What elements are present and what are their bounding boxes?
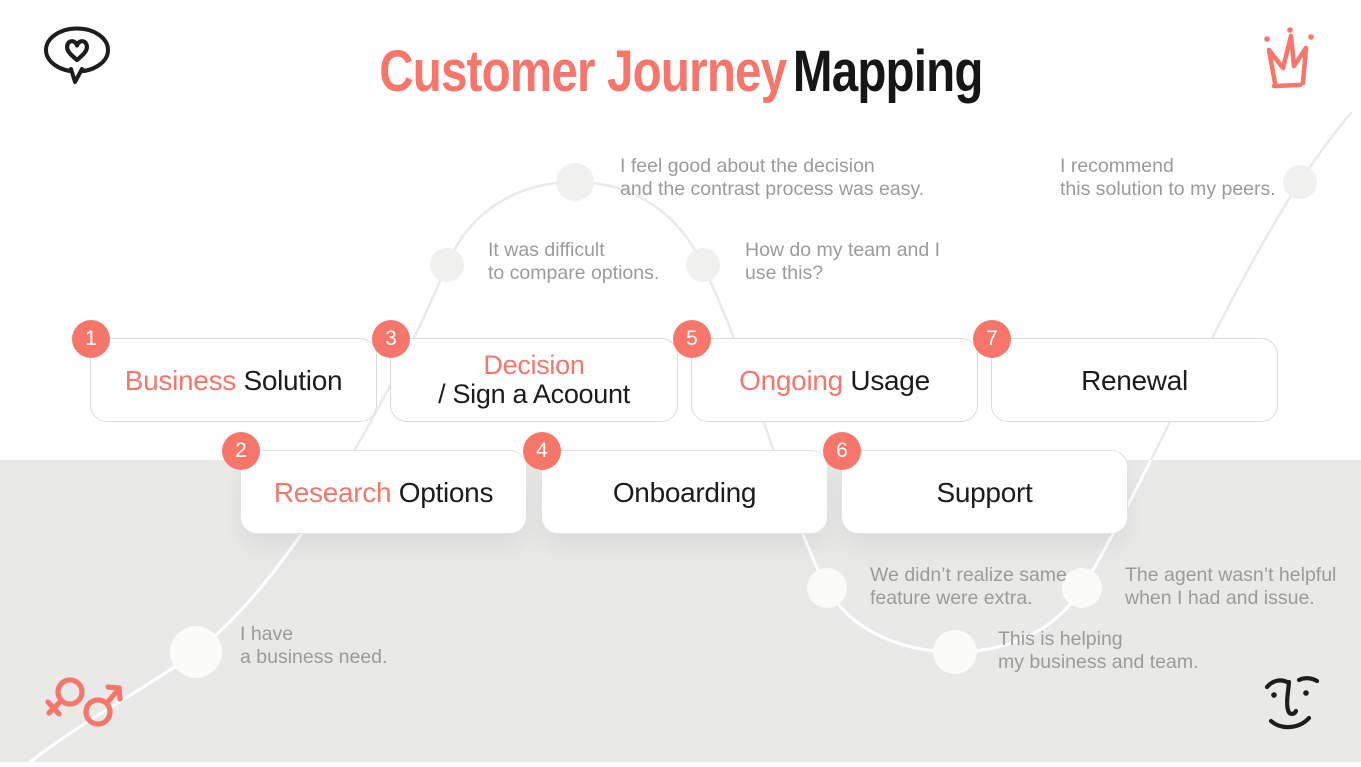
stage-number-badge: 2 [222,432,260,470]
stage-label: Support [937,477,1033,508]
stage-card-renewal: 7 Renewal [973,320,1278,422]
stage-label: Onboarding [612,476,757,508]
stage-label: Research Options [273,476,494,508]
stage-label-accent: Ongoing [739,364,843,396]
stage-number-badge: 3 [372,320,410,358]
crown-icon [1264,27,1314,89]
stage-label-accent: Research [273,476,392,508]
stage-card-support: 6 Support [823,432,1128,534]
quote-business-need: I have a business need. [240,623,388,668]
stage-card-decision: 3 Decision/ Sign a Acoount [372,320,678,422]
wave-node-dots [170,163,1317,678]
stage-label: Decision/ Sign a Acoount [438,351,630,409]
stage-label-rest: Renewal [1081,364,1188,396]
stage-number-badge: 7 [973,320,1011,358]
stage-label-accent: Business [124,364,237,396]
speech-bubble-heart-icon [44,26,110,84]
stage-label: Renewal [1081,365,1188,396]
stage-label-rest: Support [936,476,1033,508]
stage-card-research-options: 2 Research Options [222,432,527,534]
quote-helping-business: This is helping my business and team. [998,628,1199,673]
stage-card-ongoing-usage: 5 Ongoing Usage [673,320,978,422]
title-accent-text: Customer Journey [378,39,787,104]
stage-label: Business Solution [124,364,343,396]
stage-number-badge: 5 [673,320,711,358]
stage-label: Ongoing Usage [739,365,930,396]
smiling-face-icon [1264,676,1320,730]
stage-label-rest: Onboarding [612,476,757,508]
stage-label-rest: Solution [235,364,343,396]
stage-card-business-solution: 1 Business Solution [72,320,377,422]
stage-card-onboarding: 4 Onboarding [523,432,828,534]
title-rest-text: Mapping [792,39,983,104]
quote-agent-not-helpful: The agent wasn’t helpful when I had and … [1125,564,1337,609]
stage-number-badge: 4 [523,432,561,470]
stage-number-badge: 6 [823,432,861,470]
stage-number-badge: 1 [72,320,110,358]
gender-symbols-icon [45,677,123,727]
quote-features-extra: We didn’t realize same feature were extr… [870,564,1067,609]
quote-feel-good: I feel good about the decision and the c… [620,155,925,200]
stage-label-rest: / Sign a Acoount [438,379,630,409]
stage-label-rest: Options [391,476,494,508]
quote-team-use: How do my team and I use this? [745,239,941,284]
quote-difficult-compare: It was difficult to compare options. [488,239,660,284]
quote-recommend: I recommend this solution to my peers. [1060,155,1276,200]
stage-label-accent: Decision [483,350,585,380]
stage-label-rest: Usage [842,364,930,396]
